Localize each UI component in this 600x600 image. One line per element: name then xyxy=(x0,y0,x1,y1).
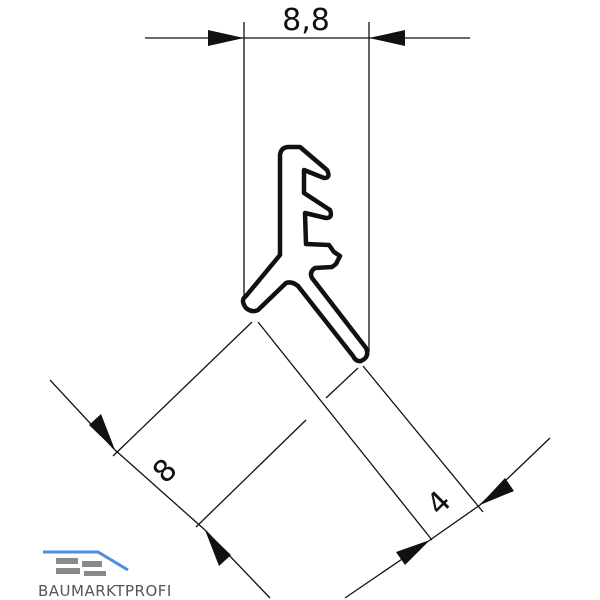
leg-dimensions xyxy=(49,321,551,599)
logo-roof-icon xyxy=(43,550,129,576)
width-dimension-label: 8,8 xyxy=(282,3,330,38)
width-dimension xyxy=(145,22,470,352)
seal-profile xyxy=(240,144,370,364)
leg-length-label: 8 xyxy=(146,452,184,490)
logo-text: BAUMARKTPROFI xyxy=(38,582,172,600)
leg-thickness-label: 4 xyxy=(420,484,458,522)
baumarktprofi-logo: BAUMARKTPROFI xyxy=(38,548,171,600)
